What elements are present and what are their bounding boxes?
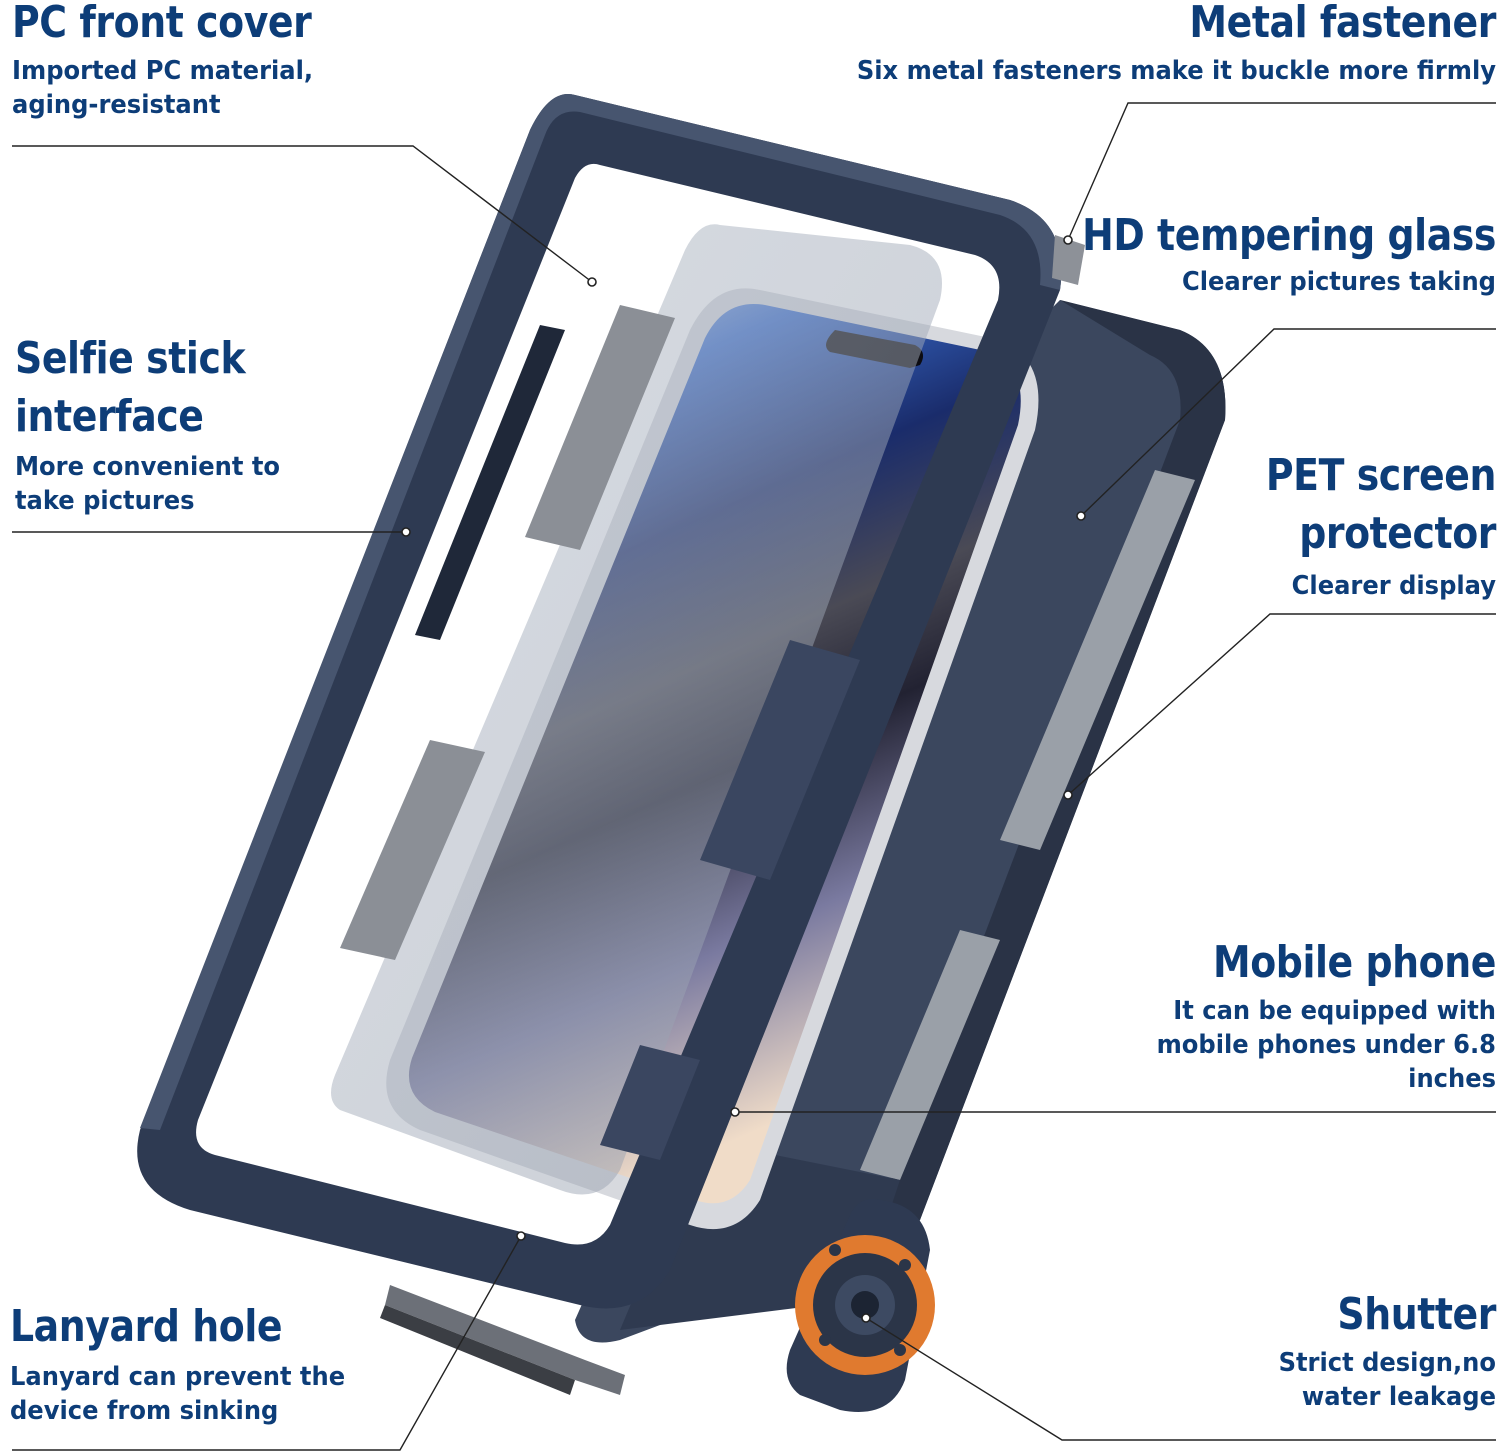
metal-clip <box>380 1285 625 1395</box>
pet-protector-title: PET screen protector <box>1265 450 1497 559</box>
leader-lines <box>12 102 1496 1451</box>
callout-mobile-phone: Mobile phone It can be equipped with mob… <box>996 934 1497 1096</box>
shutter-desc: Strict design,no water leakage <box>1278 1348 1496 1412</box>
tempered-glass <box>331 224 942 1195</box>
hd-glass-desc: Clearer pictures taking <box>1181 267 1496 297</box>
callout-pc-front-cover: PC front cover Imported PC material, agi… <box>12 0 612 122</box>
leader-pc-front-cover <box>12 145 593 283</box>
leader-lanyard-hole <box>12 1235 522 1451</box>
leader-dots <box>401 235 1086 1323</box>
pet-protector-desc: Clearer display <box>1291 571 1496 601</box>
shutter-button <box>786 1199 935 1412</box>
leader-shutter <box>865 1317 1496 1441</box>
callout-shutter: Shutter Strict design,no water leakage <box>1096 1286 1497 1414</box>
callout-hd-glass: HD tempering glass Clearer pictures taki… <box>896 207 1496 299</box>
selfie-stick-title: Selfie stick interface <box>15 333 246 442</box>
pc-front-cover-title: PC front cover <box>12 0 312 48</box>
mobile-phone-title: Mobile phone <box>1213 937 1496 988</box>
callout-lanyard-hole: Lanyard hole Lanyard can prevent the dev… <box>10 1298 460 1428</box>
pc-front-cover-desc: Imported PC material, aging-resistant <box>12 56 314 120</box>
front-frame <box>137 94 1062 1309</box>
metal-fastener-title: Metal fastener <box>1189 0 1496 48</box>
callout-selfie-stick: Selfie stick interface More convenient t… <box>15 330 465 518</box>
lanyard-hole-desc: Lanyard can prevent the device from sink… <box>10 1362 346 1426</box>
leader-pet-protector <box>1067 613 1496 796</box>
metal-fastener-desc: Six metal fasteners make it buckle more … <box>856 56 1496 86</box>
callout-pet-protector: PET screen protector Clearer display <box>1046 447 1497 603</box>
metal-fastener-part <box>1052 235 1085 285</box>
lanyard-hole-title: Lanyard hole <box>10 1301 283 1352</box>
leader-hd-glass <box>1080 328 1496 517</box>
callout-metal-fastener: Metal fastener Six metal fasteners make … <box>696 0 1497 88</box>
leader-metal-fastener <box>1067 102 1496 241</box>
shutter-title: Shutter <box>1337 1289 1496 1340</box>
hd-glass-title: HD tempering glass <box>1082 210 1496 261</box>
selfie-stick-desc: More convenient to take pictures <box>15 452 281 516</box>
mobile-phone-desc: It can be equipped with mobile phones un… <box>1156 996 1496 1094</box>
